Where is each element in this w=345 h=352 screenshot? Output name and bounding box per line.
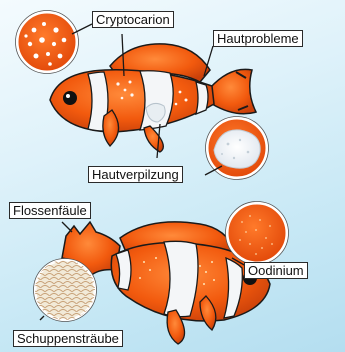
magnifier-oodinium — [226, 202, 289, 265]
label-flossenfaeule: Flossenfäule — [9, 202, 91, 219]
eye — [63, 91, 77, 105]
label-oodinium: Oodinium — [244, 262, 308, 279]
magnifier-schuppenstraeube — [34, 259, 97, 322]
magnifier-cryptocarion — [16, 11, 79, 74]
white-band-3 — [196, 82, 208, 114]
label-hautprobleme: Hautprobleme — [213, 30, 303, 47]
label-schuppenstraeube: Schuppensträube — [13, 330, 123, 347]
label-hautverpilzung: Hautverpilzung — [88, 166, 183, 183]
tail-fin — [210, 69, 256, 113]
label-cryptocarion: Cryptocarion — [92, 11, 174, 28]
